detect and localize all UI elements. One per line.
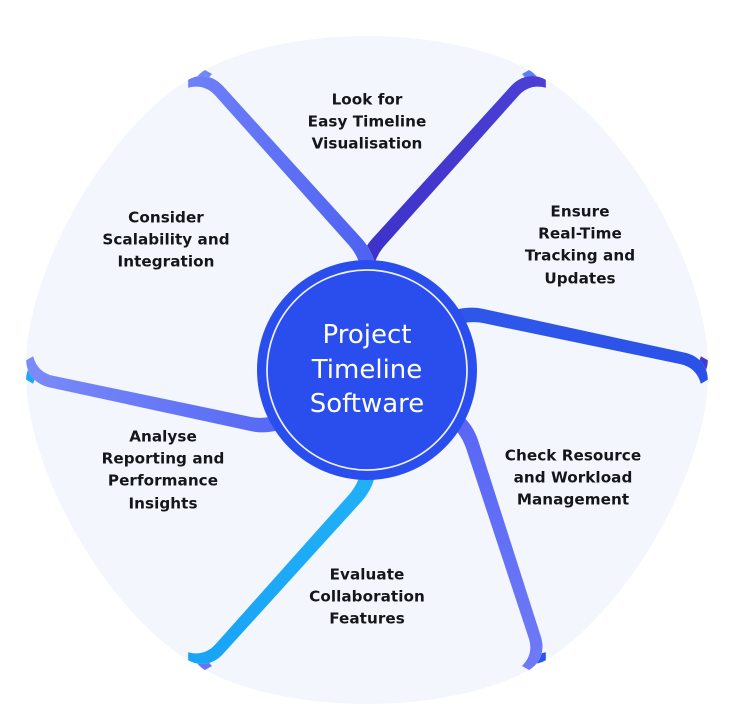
center-node[interactable] [257, 260, 477, 480]
center-circle [257, 260, 477, 480]
center-inner-ring [266, 269, 468, 471]
